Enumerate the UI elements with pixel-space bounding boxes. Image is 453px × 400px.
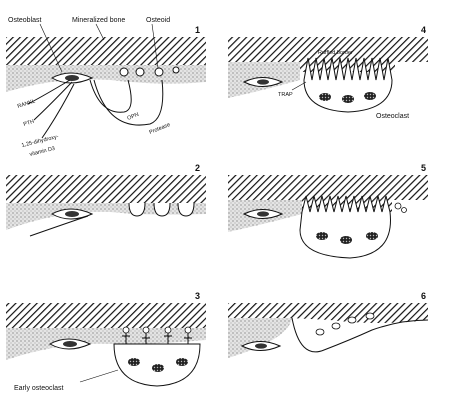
receptor-group [119, 66, 180, 77]
panel-6: 6 [228, 291, 429, 358]
panel-2: 2 [6, 163, 206, 237]
panel-1: Osteoblast Mineralized bone Osteoid 1 RA… [6, 17, 206, 158]
panel-4: TRAP Ruffled border Osteoclast 4 [228, 25, 428, 120]
mineralized-bone-layer [6, 175, 206, 203]
panel-number: 1 [195, 25, 200, 35]
osteoclast-cell [299, 195, 391, 259]
ruffled-border-label: Ruffled border [318, 50, 353, 56]
osteoblast-nucleus [65, 75, 79, 81]
early-osteoclast-pointer [79, 369, 119, 383]
mineralized-bone-label: Mineralized bone [72, 17, 125, 24]
osteoblast-nucleus [63, 341, 77, 347]
mineralized-pointer [95, 23, 105, 41]
osteoblast-nucleus [257, 211, 269, 217]
osteoblast-pointer [39, 23, 63, 73]
osteoblast-nucleus [65, 211, 79, 217]
osteoid-pointer [151, 23, 159, 69]
lining-cells [315, 312, 375, 336]
early-osteoclast-label: Early osteoclast [14, 385, 63, 392]
panel-3: Early osteoclast 3 [6, 291, 206, 392]
mineralized-bone-layer [6, 37, 206, 65]
osteoclast-nuclei [128, 358, 188, 372]
rankl-label: RANKL [17, 99, 36, 110]
osteoid-layer [228, 318, 292, 358]
pth-label: PTH [23, 119, 35, 128]
osteoclast-label: Osteoclast [376, 113, 409, 120]
osteoclast-nuclei [316, 232, 378, 244]
precursor-cells [128, 202, 195, 217]
osteoid-layer [6, 203, 206, 230]
osteoblast-label: Osteoblast [8, 17, 42, 24]
signal-line [29, 215, 89, 237]
vitamin-d-label-line2: vitamin D3 [29, 146, 56, 158]
mineralized-bone-layer [6, 303, 206, 328]
osteoblast-nucleus [257, 79, 269, 85]
osteoid-layer [6, 328, 206, 360]
panel-number: 3 [195, 291, 200, 301]
osteoclast-nuclei [319, 92, 376, 103]
resorption-pit-outline [291, 317, 429, 353]
panel-5: 5 [228, 163, 428, 259]
mineralized-bone-layer [228, 37, 428, 72]
panel-number: 6 [421, 291, 426, 301]
panel-number: 4 [421, 25, 426, 35]
osteoid-label: Osteoid [146, 17, 170, 24]
released-vesicles [394, 202, 407, 213]
surface-receptors [122, 326, 192, 334]
opn-label: OPN [127, 112, 140, 122]
trap-pointer [291, 81, 307, 91]
signal-arrows [27, 79, 164, 139]
osteoblast-nucleus [255, 343, 267, 349]
trap-label: TRAP [278, 92, 293, 98]
panel-number: 2 [195, 163, 200, 173]
protease-label: Protease [149, 122, 172, 136]
panel-number: 5 [421, 163, 426, 173]
osteoclast-cell [303, 57, 393, 113]
